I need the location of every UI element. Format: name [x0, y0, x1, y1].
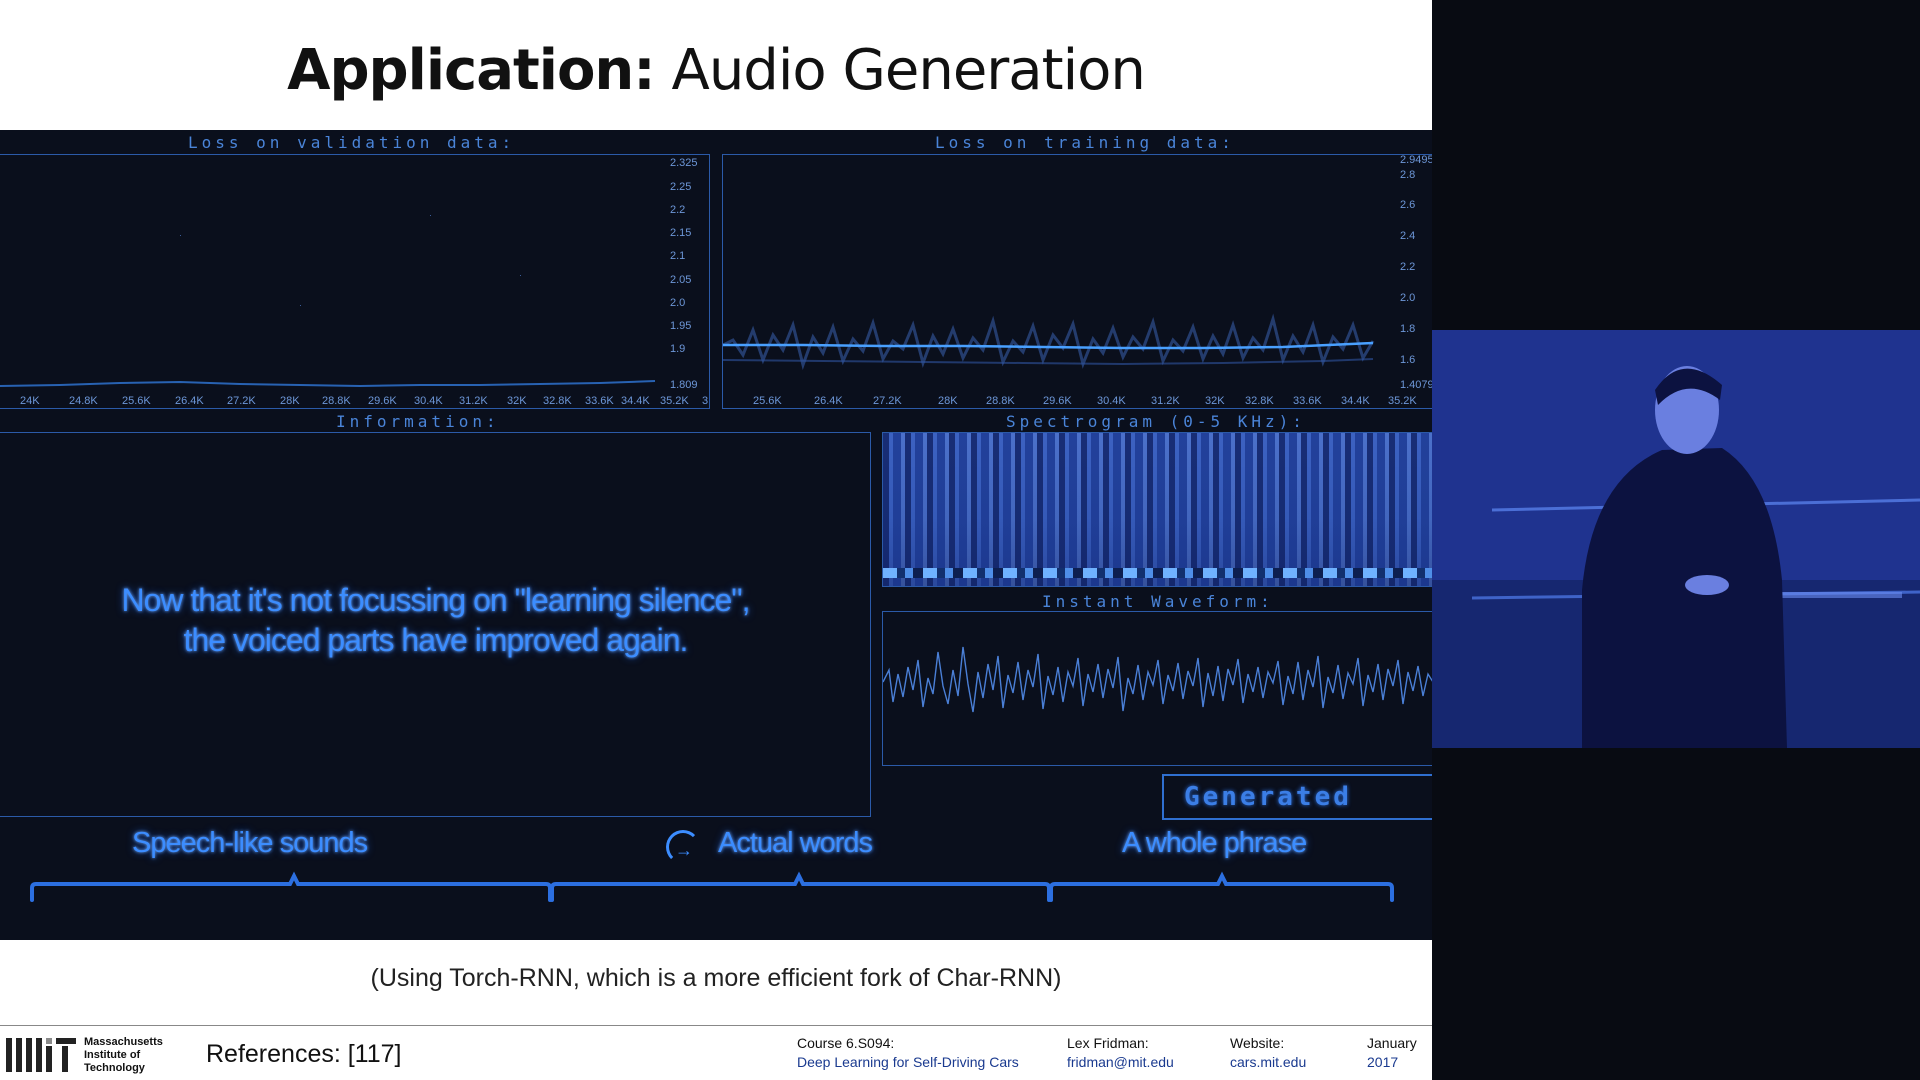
- mit-name: Massachusetts Institute of Technology: [84, 1036, 163, 1075]
- training-x-tick: 32.8K: [1245, 395, 1274, 407]
- validation-y-tick: 2.0: [670, 297, 686, 309]
- footer-course-name: Deep Learning for Self-Driving Cars: [797, 1054, 1019, 1070]
- validation-x-tick: 35.2K: [660, 395, 689, 407]
- validation-y-tick: 2.1: [670, 250, 686, 262]
- validation-x-tick: 27.2K: [227, 395, 256, 407]
- timeline-segment-2: Actual words: [718, 827, 873, 859]
- validation-x-tick: 28.8K: [322, 395, 351, 407]
- spectrogram-image: [883, 433, 1432, 586]
- slide: Application: Audio Generation Loss on va…: [0, 0, 1432, 1080]
- training-x-tick: 34.4K: [1341, 395, 1370, 407]
- validation-x-tick: 24.8K: [69, 395, 98, 407]
- training-y-tick: 2.4: [1400, 230, 1416, 242]
- mit-name-line: Institute of: [84, 1049, 141, 1061]
- training-x-tick: 29.6K: [1043, 395, 1072, 407]
- validation-x-tick: 31.2K: [459, 395, 488, 407]
- waveform-plot: [883, 646, 1432, 713]
- footer-course-label: Course 6.S094:: [797, 1035, 895, 1051]
- mit-logo: [6, 1038, 76, 1072]
- training-y-tick: 1.6: [1400, 354, 1416, 366]
- training-x-tick: 30.4K: [1097, 395, 1126, 407]
- training-y-tick: 1.8: [1400, 323, 1416, 335]
- training-x-tick: 27.2K: [873, 395, 902, 407]
- footer-divider: [0, 1025, 1432, 1026]
- timeline-segment-3: A whole phrase: [1122, 827, 1307, 859]
- validation-x-tick: 25.6K: [122, 395, 151, 407]
- validation-y-tick: 2.05: [670, 274, 692, 286]
- video-frame: Loss on validation data: 2.325 2.25 2.2 …: [0, 130, 1432, 940]
- info-panel-label: Information:: [336, 412, 500, 431]
- slide-caption: (Using Torch-RNN, which is a more effici…: [370, 964, 1062, 992]
- speaker-scene: [1432, 330, 1920, 748]
- timeline-segment-1: Speech-like sounds: [132, 827, 368, 859]
- training-x-tick: 25.6K: [753, 395, 782, 407]
- validation-x-tick: 28K: [280, 395, 300, 407]
- training-y-tick: 2.2: [1400, 261, 1416, 273]
- training-x-tick: 35.2K: [1388, 395, 1417, 407]
- training-x-tick: 33.6K: [1293, 395, 1322, 407]
- validation-x-tick: 32.8K: [543, 395, 572, 407]
- validation-y-tick: 1.809: [670, 379, 698, 391]
- spectrogram-lowband: [883, 568, 1432, 578]
- validation-y-tick: 2.25: [670, 181, 692, 193]
- training-y-tick: 1.4079: [1400, 379, 1432, 391]
- training-y-tick: 2.8: [1400, 169, 1416, 181]
- speaker-video: [1432, 330, 1920, 748]
- generated-label: Generated: [1162, 774, 1432, 820]
- footer-date-month: January: [1367, 1035, 1417, 1051]
- training-x-tick: 28.8K: [986, 395, 1015, 407]
- validation-loss-chart: 2.325 2.25 2.2 2.15 2.1 2.05 2.0 1.95 1.…: [0, 154, 710, 409]
- training-x-tick: 28K: [938, 395, 958, 407]
- info-caption-line-1: Now that it's not focussing on "learning…: [121, 582, 750, 618]
- validation-x-tick: 26.4K: [175, 395, 204, 407]
- footer-author: Lex Fridman: fridman@mit.edu: [1067, 1034, 1174, 1072]
- validation-loss-plot: [0, 215, 656, 388]
- footer-author-name: Lex Fridman:: [1067, 1035, 1149, 1051]
- validation-y-tick: 1.95: [670, 320, 692, 332]
- training-loss-chart: 2.9495 2.8 2.6 2.4 2.2 2.0 1.8 1.6 1.407…: [722, 154, 1432, 409]
- loading-cursor-icon: →: [666, 830, 700, 864]
- footer-website-link[interactable]: cars.mit.edu: [1230, 1054, 1307, 1070]
- footer-website: Website: cars.mit.edu: [1230, 1034, 1306, 1072]
- training-loss-plot: [723, 313, 1375, 371]
- footer-date: January 2017: [1367, 1034, 1417, 1072]
- references: References: [117]: [206, 1040, 402, 1068]
- training-x-tick: 31.2K: [1151, 395, 1180, 407]
- validation-y-tick: 2.325: [670, 157, 698, 169]
- info-panel: [0, 432, 871, 817]
- footer-course: Course 6.S094: Deep Learning for Self-Dr…: [797, 1034, 1019, 1072]
- validation-x-tick: 33.6K: [585, 395, 614, 407]
- validation-y-tick: 2.15: [670, 227, 692, 239]
- validation-x-tick: 3: [702, 395, 709, 407]
- training-y-tick: 2.0: [1400, 292, 1416, 304]
- footer-author-email[interactable]: fridman@mit.edu: [1067, 1054, 1174, 1070]
- spectrogram-panel: [882, 432, 1432, 587]
- training-x-tick: 26.4K: [814, 395, 843, 407]
- waveform-label: Instant Waveform:: [1042, 592, 1274, 611]
- mit-name-line: Massachusetts: [84, 1036, 163, 1048]
- slide-title: Application: Audio Generation: [0, 38, 1432, 103]
- validation-y-tick: 1.9: [670, 343, 686, 355]
- training-panel-label: Loss on training data:: [935, 133, 1235, 152]
- validation-x-tick: 32K: [507, 395, 527, 407]
- mit-name-line: Technology: [84, 1062, 145, 1074]
- slide-title-rest: Audio Generation: [654, 38, 1146, 103]
- validation-x-tick: 29.6K: [368, 395, 397, 407]
- slide-footer: Massachusetts Institute of Technology Re…: [0, 1026, 1432, 1080]
- validation-panel-label: Loss on validation data:: [188, 133, 516, 152]
- spectrogram-label: Spectrogram (0-5 KHz):: [1006, 412, 1306, 431]
- waveform-panel: [882, 611, 1432, 766]
- validation-x-tick: 34.4K: [621, 395, 650, 407]
- timeline-braces: [30, 871, 1394, 902]
- validation-x-tick: 30.4K: [414, 395, 443, 407]
- validation-x-tick: 24K: [20, 395, 40, 407]
- training-x-tick: 32K: [1205, 395, 1225, 407]
- training-y-tick: 2.6: [1400, 199, 1416, 211]
- training-y-tick: 2.9495: [1400, 154, 1432, 166]
- footer-website-label: Website:: [1230, 1035, 1285, 1051]
- validation-y-tick: 2.2: [670, 204, 686, 216]
- footer-date-year: 2017: [1367, 1054, 1399, 1070]
- slide-title-bold: Application:: [287, 38, 656, 103]
- info-caption-line-2: the voiced parts have improved again.: [183, 622, 689, 658]
